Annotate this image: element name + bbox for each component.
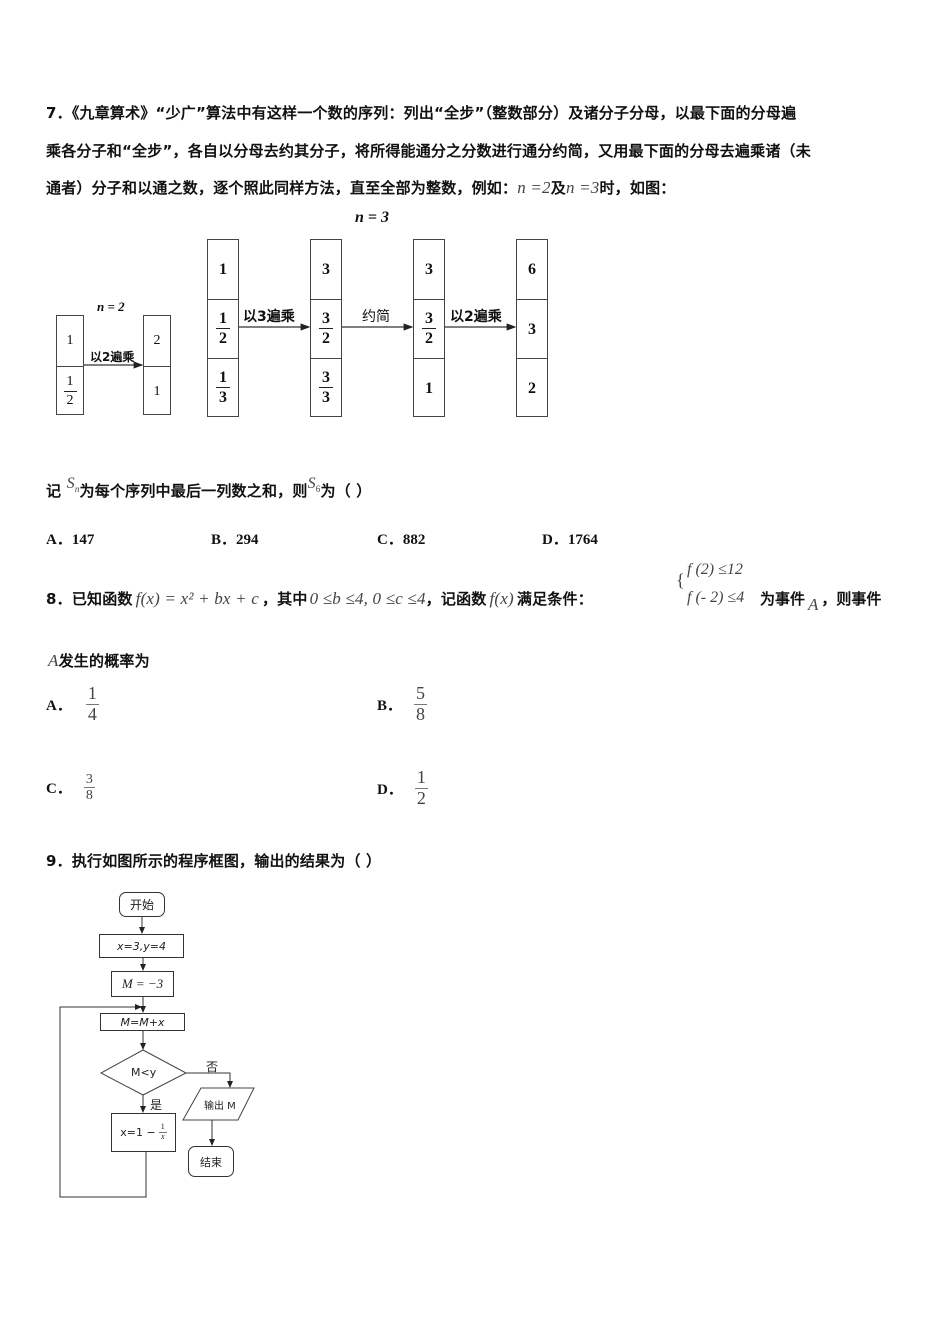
cell: 2: [517, 358, 547, 418]
q8-text: 发生的概率为: [58, 652, 150, 670]
q8-text: 8．已知函数: [46, 590, 133, 608]
math-n3: n =3: [565, 178, 600, 197]
condition-1: f (2) ≤12: [687, 561, 743, 578]
q7-stem-text: 为每个序列中最后一列数之和，则: [79, 482, 308, 500]
n3-arrow-label-2: 约简: [362, 309, 390, 325]
q8-text: ，则事件: [821, 590, 882, 608]
cell: 1: [66, 333, 74, 348]
cell: 3: [425, 260, 433, 278]
math-fx: f(x): [489, 589, 514, 608]
flowchart-m-init: M = −3: [111, 971, 174, 997]
q8-text: ，其中: [261, 590, 308, 608]
q7-text-line-1: 7．《九章算术》“少广”算法中有这样一个数的序列：列出“全步”（整数部分）及诸分…: [46, 104, 797, 122]
n3-column-4: 6 3 2: [516, 239, 548, 417]
figure-title-n3: n = 3: [355, 209, 390, 226]
math-event: A: [48, 651, 59, 670]
q7-text-line-2: 乘各分子和“全步”，各自以分母去约其分子，将所得能通分之分数进行通分约简，又用最…: [46, 142, 811, 160]
flowchart-no-label: 否: [206, 1060, 219, 1074]
cell: 3: [322, 260, 330, 278]
n2-arrow-label: 以2遍乘: [90, 350, 135, 364]
cell: 2: [153, 333, 161, 348]
q7-option-d[interactable]: D．1764: [542, 532, 598, 548]
n3-arrow-label-1: 以3遍乘: [243, 309, 295, 325]
q8-stem-line-2: A发生的概率为: [48, 650, 150, 671]
q7-text: 时，如图：: [599, 179, 676, 197]
n3-arrow-label-3: 以2遍乘: [450, 309, 502, 325]
q9-stem: 9．执行如图所示的程序框图，输出的结果为（ ）: [46, 852, 382, 870]
cell: 1: [144, 366, 170, 417]
flowchart-end: 结束: [188, 1146, 234, 1177]
condition-2: f (- 2) ≤4: [687, 589, 745, 606]
q8-text: 为事件: [760, 590, 806, 608]
flowchart-yes-label: 是: [150, 1098, 163, 1112]
n2-column-2: 2 1: [143, 315, 171, 415]
q7-stem-text: 记: [46, 482, 62, 500]
cell: 1: [219, 260, 227, 278]
flowchart-start: 开始: [119, 892, 165, 917]
q7-text: 及: [550, 179, 566, 197]
cell: 3: [517, 299, 547, 359]
math-s6: S6: [307, 475, 321, 495]
q7-text-line-3: 通者）分子和以通之数，逐个照此同样方法，直至全部为整数，例如：n =2及n =3…: [46, 177, 676, 198]
flowchart-output: 输出 M: [204, 1101, 236, 1112]
math-sn: Sn: [66, 475, 80, 495]
q7-stem: 记 Sn为每个序列中最后一列数之和，则S6为（ ）: [46, 475, 372, 502]
math-range: 0 ≤b ≤4, 0 ≤c ≤4: [309, 589, 426, 608]
cell: 6: [528, 260, 536, 278]
q7-option-c[interactable]: C．882: [377, 532, 426, 548]
math-n2: n =2: [517, 178, 551, 197]
q7-text: 通者）分子和以通之数，逐个照此同样方法，直至全部为整数，例如：: [46, 179, 518, 197]
flowchart-update: M=M+x: [100, 1013, 185, 1031]
math-event: A: [808, 595, 819, 614]
flowchart-condition: M<y: [131, 1066, 157, 1079]
q7-option-a[interactable]: A．147: [46, 532, 95, 548]
q7-option-b[interactable]: B．294: [211, 532, 259, 548]
flowchart-init: x=3,y=4: [99, 934, 184, 958]
q8-text: 满足条件：: [516, 590, 593, 608]
q8-text: ，记函数: [425, 590, 487, 608]
brace-icon: {: [676, 570, 685, 590]
cell: 1: [414, 358, 444, 418]
figure-title-n2: n = 2: [97, 299, 125, 314]
q7-stem-text: 为（ ）: [320, 482, 372, 500]
math-function: f(x) = x² + bx + c: [135, 589, 259, 608]
